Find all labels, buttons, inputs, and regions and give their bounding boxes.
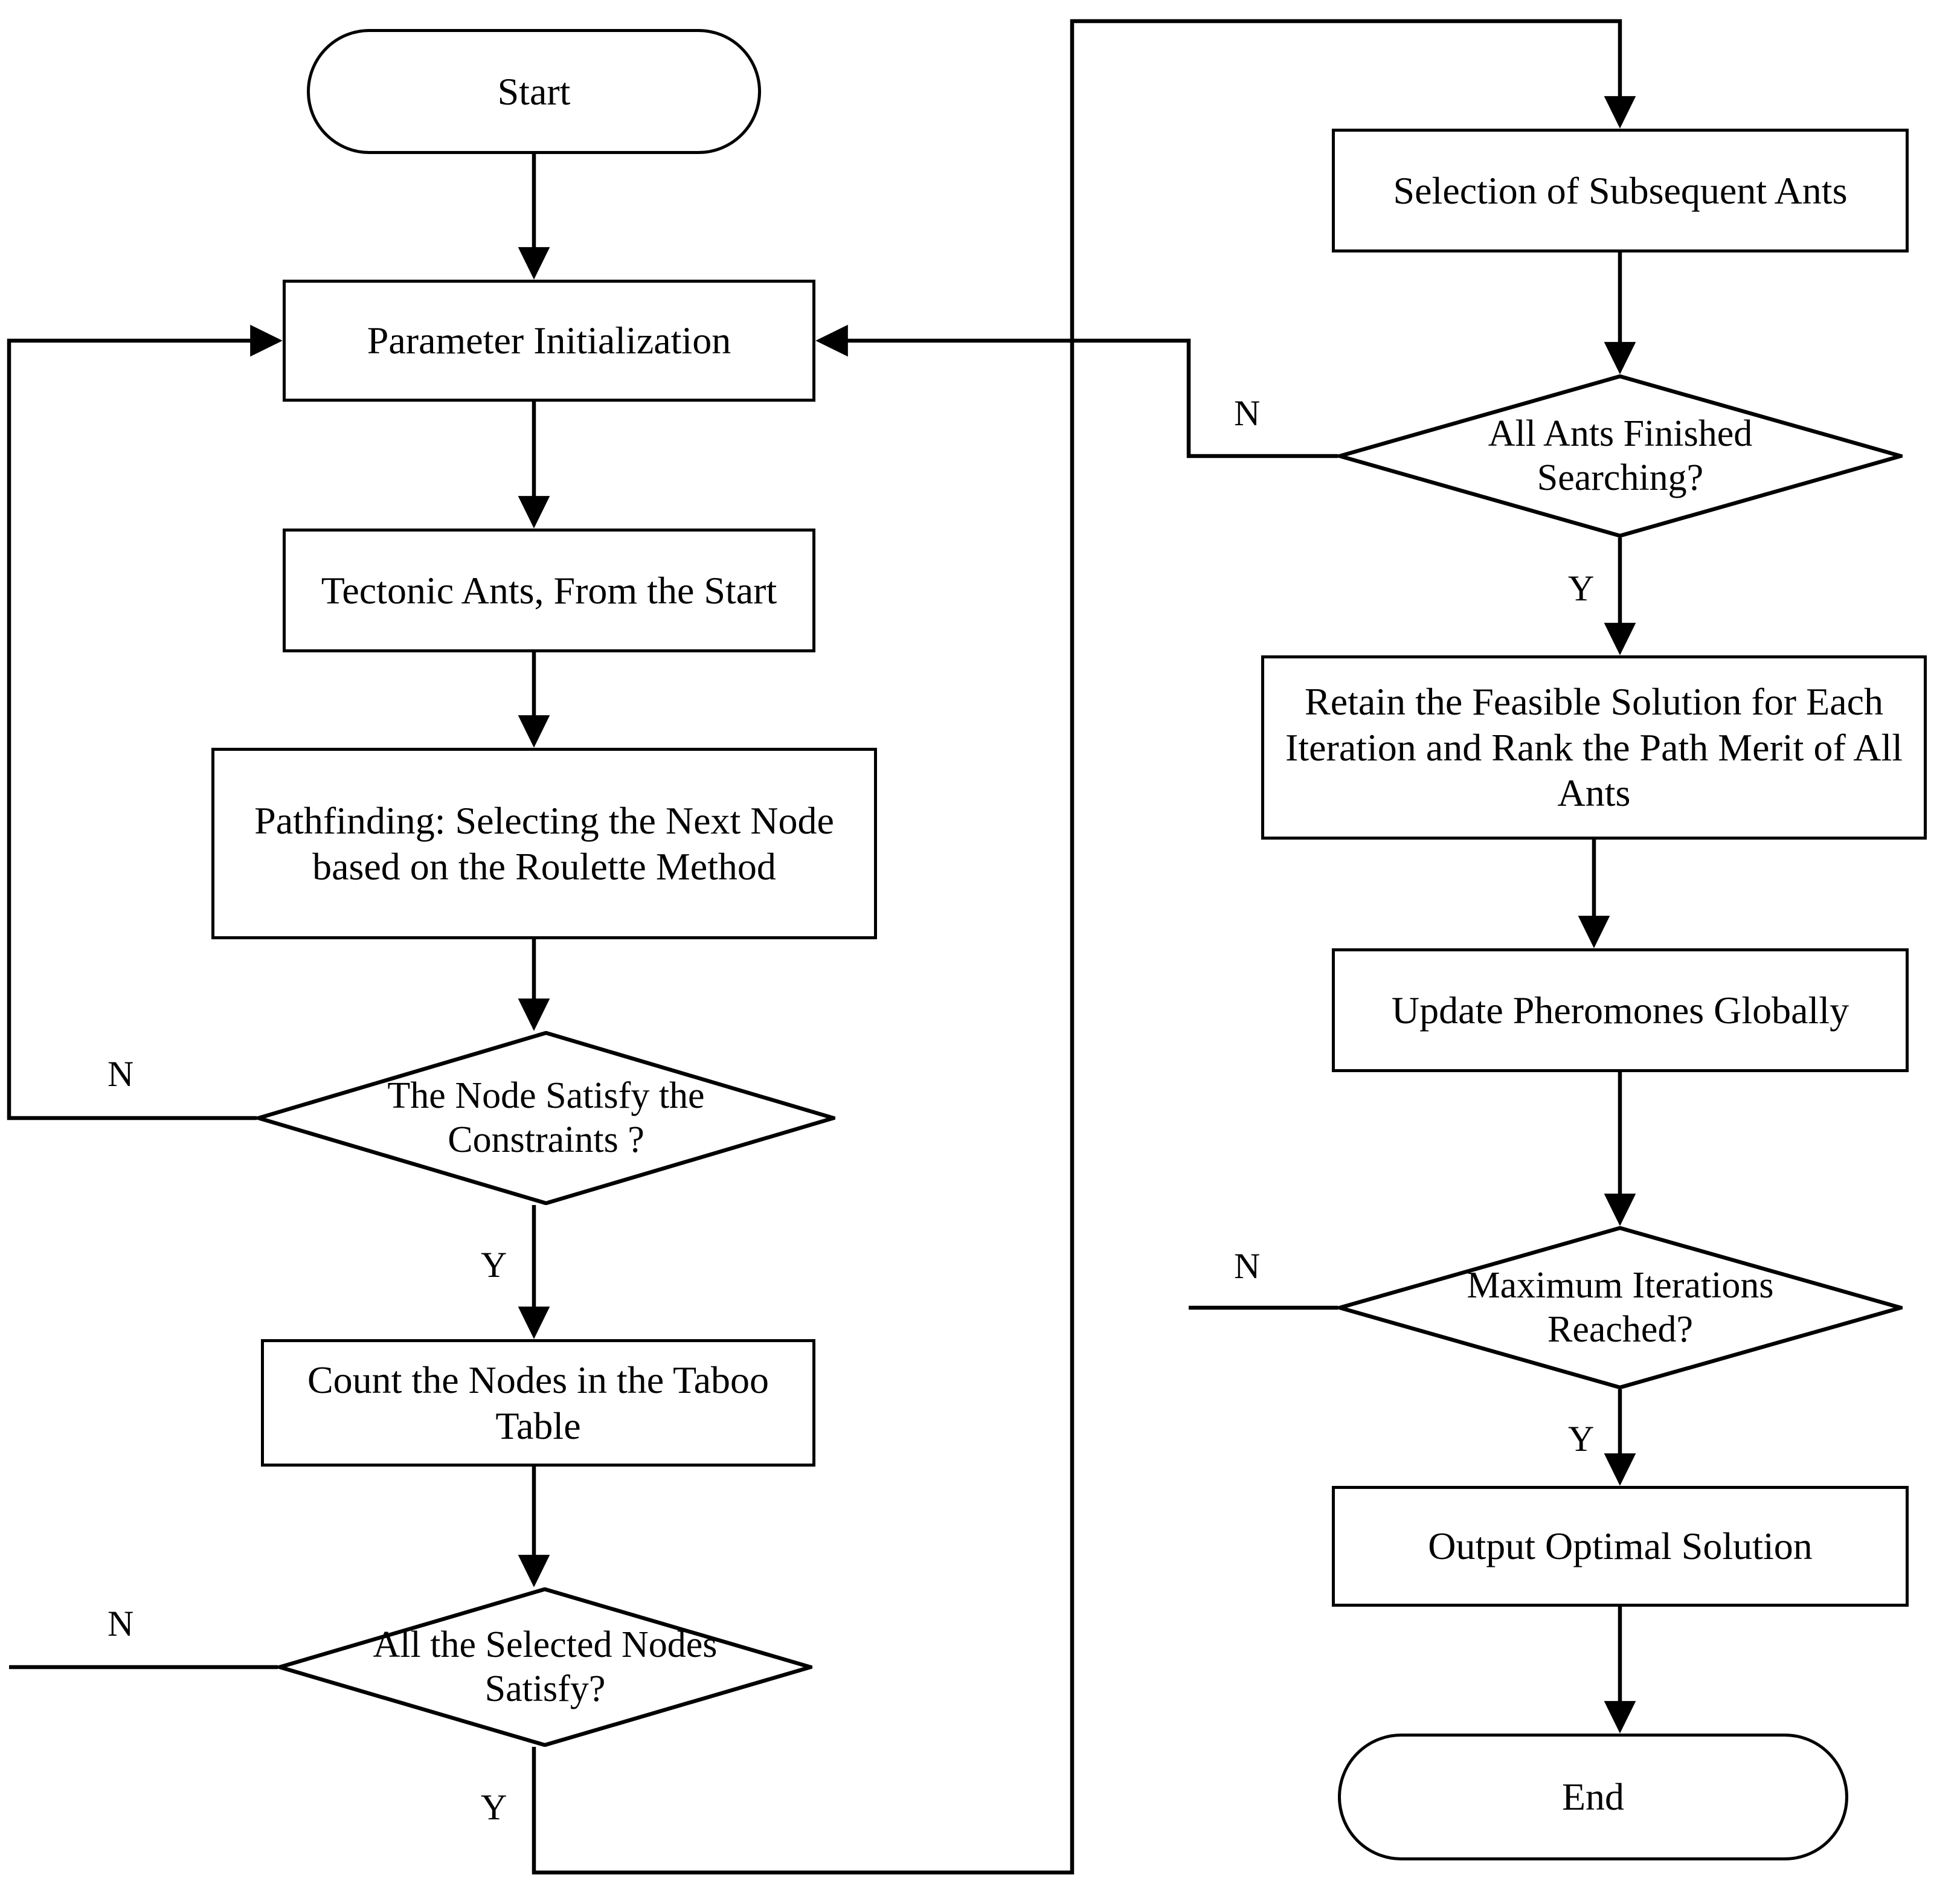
node-count-nodes-taboo[interactable]: Count the Nodes in the Taboo Table	[261, 1339, 815, 1467]
node-all-ants-finished[interactable]: All Ants Finished Searching?	[1338, 374, 1903, 538]
node-count-nodes-taboo-label: Count the Nodes in the Taboo Table	[307, 1358, 770, 1447]
node-output-optimal-solution[interactable]: Output Optimal Solution	[1332, 1486, 1909, 1607]
node-update-pheromones[interactable]: Update Pheromones Globally	[1332, 948, 1909, 1072]
edge-label-all-selected-no: N	[108, 1604, 134, 1644]
edge-label-max-iter-no: N	[1234, 1246, 1261, 1286]
node-end[interactable]: End	[1338, 1734, 1848, 1860]
edge-label-max-iter-yes: Y	[1568, 1419, 1595, 1459]
node-pathfinding-label: Pathfinding: Selecting the Next Node bas…	[254, 799, 834, 888]
edge-label-node-satisfy-yes: Y	[481, 1245, 507, 1285]
node-tectonic-ants-label: Tectonic Ants, From the Start	[321, 568, 777, 612]
node-retain-feasible-solution-label: Retain the Feasible Solution for Each It…	[1285, 680, 1903, 815]
node-maximum-iterations[interactable]: Maximum Iterations Reached?	[1338, 1226, 1903, 1389]
node-all-ants-finished-label: All Ants Finished Searching?	[1488, 413, 1753, 498]
node-end-label: End	[1561, 1775, 1625, 1819]
node-all-selected-nodes-satisfy-label: All the Selected Nodes Satisfy?	[373, 1624, 718, 1709]
node-node-satisfy-constraints-label: The Node Satisfy the Constraints ?	[387, 1075, 705, 1160]
wire-d1-no-to-param	[7, 324, 283, 1120]
node-update-pheromones-label: Update Pheromones Globally	[1391, 988, 1849, 1032]
edge-label-all-selected-yes: Y	[481, 1787, 507, 1827]
node-output-optimal-solution-label: Output Optimal Solution	[1428, 1525, 1813, 1568]
node-pathfinding[interactable]: Pathfinding: Selecting the Next Node bas…	[211, 748, 877, 939]
edge-label-all-ants-no: N	[1234, 393, 1261, 433]
node-parameter-initialization[interactable]: Parameter Initialization	[283, 280, 815, 402]
wire-d3-no-to-param	[815, 324, 1338, 458]
node-all-selected-nodes-satisfy[interactable]: All the Selected Nodes Satisfy?	[278, 1587, 812, 1747]
node-parameter-initialization-label: Parameter Initialization	[367, 319, 731, 362]
node-start-label: Start	[497, 69, 571, 113]
node-tectonic-ants[interactable]: Tectonic Ants, From the Start	[283, 529, 815, 652]
edge-label-all-ants-yes: Y	[1568, 568, 1595, 608]
node-maximum-iterations-label: Maximum Iterations Reached?	[1467, 1264, 1774, 1350]
node-selection-subsequent-ants[interactable]: Selection of Subsequent Ants	[1332, 129, 1909, 252]
node-start[interactable]: Start	[307, 29, 761, 154]
node-selection-subsequent-ants-label: Selection of Subsequent Ants	[1393, 169, 1848, 212]
node-node-satisfy-constraints[interactable]: The Node Satisfy the Constraints ?	[257, 1031, 835, 1205]
node-retain-feasible-solution[interactable]: Retain the Feasible Solution for Each It…	[1261, 655, 1927, 840]
edge-label-node-satisfy-no: N	[108, 1054, 134, 1094]
